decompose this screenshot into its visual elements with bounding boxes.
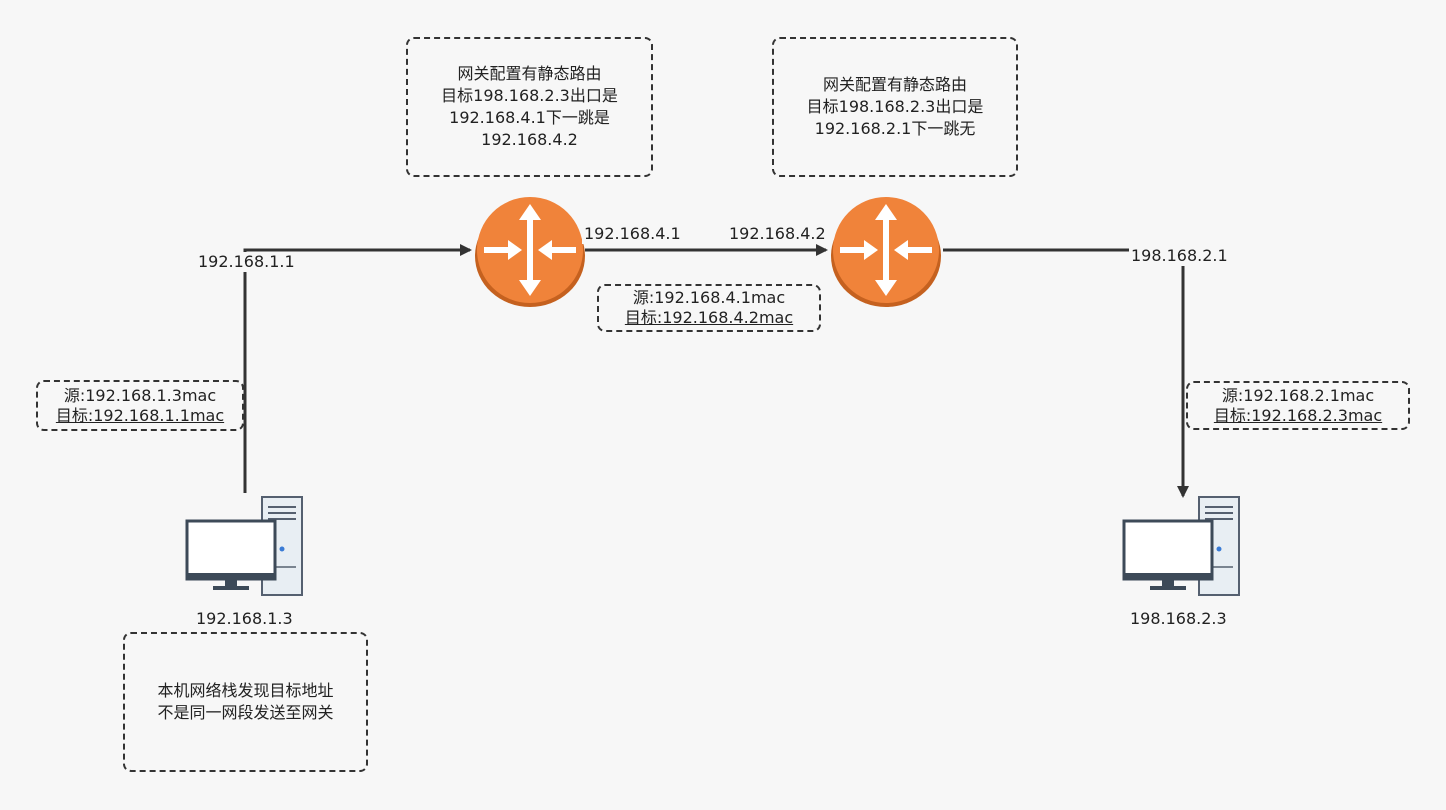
note-line: 本机网络栈发现目标地址 [157,681,334,700]
mac-target: 目标:192.168.2.3mac [1213,405,1383,425]
mac-box-right: 源:192.168.2.1mac 目标:192.168.2.3mac [1186,381,1410,430]
mac-target: 目标:192.168.4.2mac [624,308,794,327]
note-line: 网关配置有静态路由 [822,75,967,94]
mac-box-middle: 源:192.168.4.1mac 目标:192.168.4.2mac [597,284,821,332]
mac-source: 源:192.168.1.3mac [63,385,217,405]
mac-box-left: 源:192.168.1.3mac 目标:192.168.1.1mac [36,380,244,431]
note-line: 192.168.4.2 [481,130,578,149]
ip-label-router2-in: 192.168.4.2 [727,224,828,244]
link-host-to-router1 [243,244,472,493]
ip-label-gateway-left: 192.168.1.1 [196,252,297,272]
router-2-icon[interactable] [831,197,941,307]
ip-label-host-left: 192.168.1.3 [194,609,295,629]
link-router2-to-host [943,248,1189,498]
mac-source: 源:192.168.4.1mac [632,288,786,307]
note-line: 192.168.2.1下一跳无 [814,119,976,138]
mac-target: 目标:192.168.1.1mac [55,405,225,425]
note-line: 不是同一网段发送至网关 [157,703,334,722]
computer-left-icon[interactable] [185,496,303,596]
note-line: 目标198.168.2.3出口是 [806,97,984,116]
ip-label-gateway-right: 198.168.2.1 [1129,246,1230,266]
computer-right-icon[interactable] [1122,496,1240,596]
host-stack-note: 本机网络栈发现目标地址 不是同一网段发送至网关 [123,632,368,772]
router-1-route-note: 网关配置有静态路由 目标198.168.2.3出口是 192.168.4.1下一… [406,37,653,177]
ip-label-router1-out: 192.168.4.1 [582,224,683,244]
note-line: 网关配置有静态路由 [457,64,602,83]
router-1-icon[interactable] [475,197,585,307]
note-line: 192.168.4.1下一跳是 [449,108,610,127]
ip-label-host-right: 198.168.2.3 [1128,609,1229,629]
mac-source: 源:192.168.2.1mac [1221,385,1375,405]
router-2-route-note: 网关配置有静态路由 目标198.168.2.3出口是 192.168.2.1下一… [772,37,1018,177]
note-line: 目标198.168.2.3出口是 [441,86,618,105]
